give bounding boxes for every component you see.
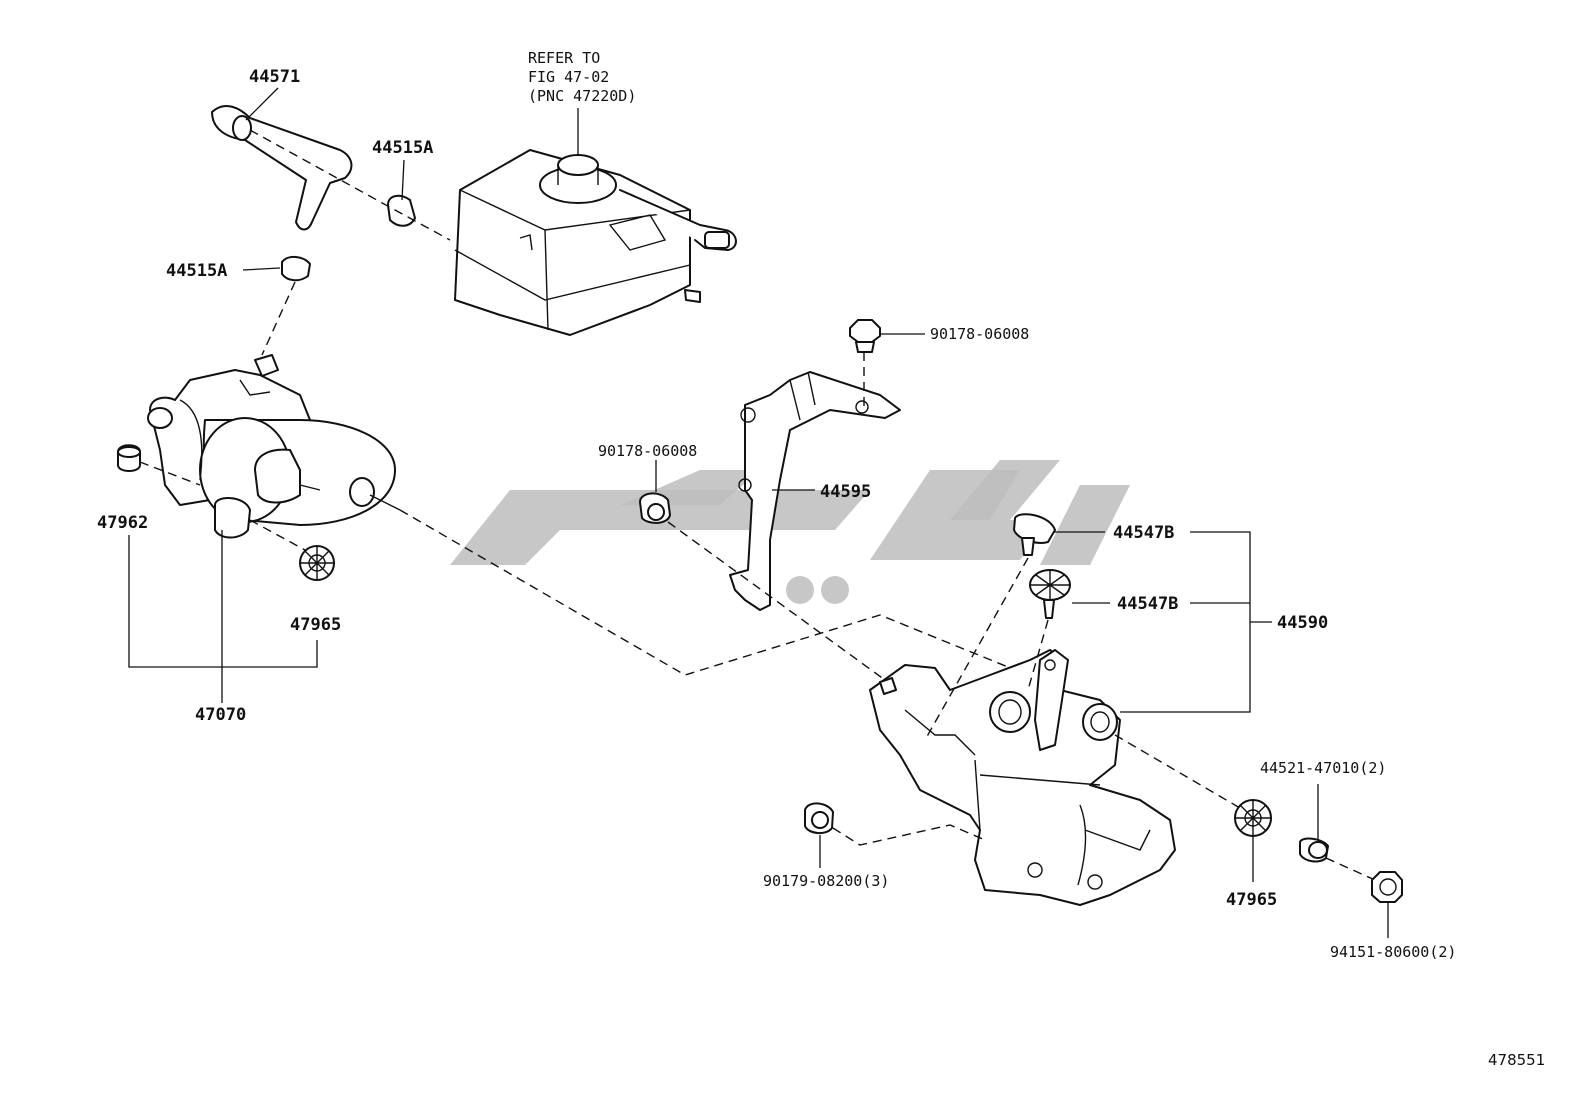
label-47070: 47070	[195, 705, 246, 725]
label-47965-left: 47965	[290, 615, 341, 635]
assembly-line-cap	[139, 461, 201, 486]
label-44547b-2: 44547B	[1117, 594, 1178, 614]
label-94151-80600: 94151-80600(2)	[1330, 943, 1456, 961]
assembly-line-motor-bracket	[399, 509, 1041, 681]
assembly-line-clamp-pump	[261, 281, 296, 356]
clamp-44515a-top	[387, 159, 416, 227]
reference-note: REFER TO FIG 47-02 (PNC 47220D)	[528, 49, 636, 158]
figure-number: 478551	[1488, 1051, 1545, 1069]
nut-90178-mid	[639, 460, 671, 524]
label-44590: 44590	[1277, 613, 1328, 633]
brace-47070	[128, 530, 318, 703]
assembly-line-90179	[832, 824, 986, 846]
label-47962: 47962	[97, 513, 148, 533]
assembly-line-44547b-top	[924, 557, 1029, 741]
assembly-line-44521	[1325, 857, 1376, 881]
hose-44571	[211, 87, 353, 231]
label-44515a-left: 44515A	[166, 261, 227, 281]
nut-94151	[1371, 871, 1403, 938]
brace-44590	[1120, 531, 1272, 713]
nut-90179	[804, 802, 834, 868]
label-90178-06008-right: 90178-06008	[930, 325, 1029, 343]
grommet-44547b-top	[1013, 513, 1105, 556]
label-44521-47010: 44521-47010(2)	[1260, 759, 1386, 777]
bolt-90178-right	[849, 319, 925, 353]
pump-motor-assembly	[147, 354, 401, 539]
assembly-line-nut-mid	[667, 521, 886, 681]
grommet-44547b-second	[1029, 569, 1110, 619]
label-44571: 44571	[249, 67, 300, 87]
collar-44521	[1299, 784, 1329, 863]
clamp-44515a-left	[242, 256, 311, 282]
label-44547b-1: 44547B	[1113, 523, 1174, 543]
label-90179-08200: 90179-08200(3)	[763, 872, 889, 890]
label-47965-right: 47965	[1226, 890, 1277, 910]
assembly-line-grommet-left	[249, 519, 306, 551]
reservoir-tank	[454, 149, 737, 336]
label-44515a-top: 44515A	[372, 138, 433, 158]
cap-47962	[117, 444, 141, 472]
assembly-line-hose-tank	[249, 129, 451, 241]
label-44595: 44595	[820, 482, 871, 502]
reference-note-line-2: FIG 47-02	[528, 68, 609, 86]
bracket-44595	[729, 371, 901, 611]
reference-note-line-1: REFER TO	[528, 49, 600, 67]
grommet-47965-right	[1234, 799, 1272, 882]
assembly-line-44547b-second	[1027, 619, 1049, 691]
label-90178-06008-mid: 90178-06008	[598, 442, 697, 460]
grommet-47965-left	[299, 545, 335, 581]
assembly-line-47965-right	[1114, 734, 1241, 809]
main-bracket-44590	[869, 649, 1176, 906]
reference-note-line-3: (PNC 47220D)	[528, 87, 636, 105]
